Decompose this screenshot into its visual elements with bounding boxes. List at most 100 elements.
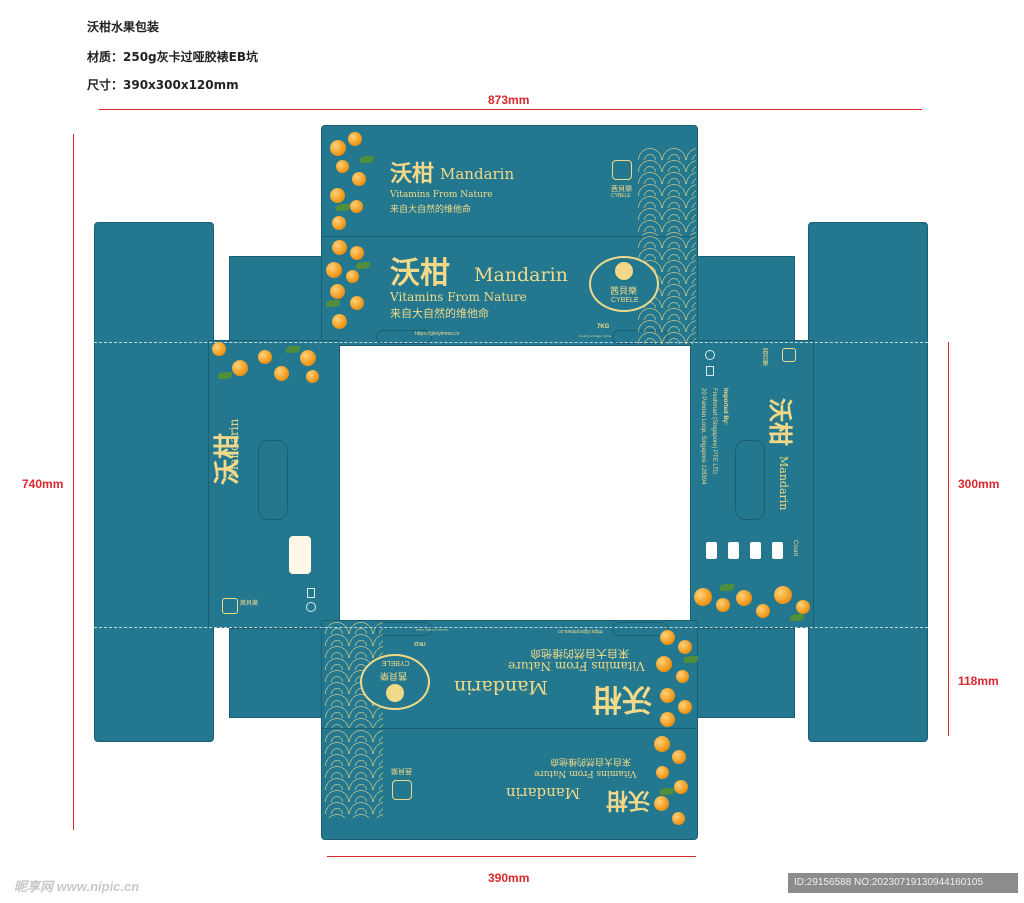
orange-illustration: [326, 262, 342, 278]
orange-illustration: [676, 670, 689, 683]
dim-panel-height: 300mm: [958, 477, 1000, 491]
brand-en: CYBELE: [611, 193, 631, 199]
bottom-outer-panel: [321, 728, 698, 840]
dim-side-height: 118mm: [958, 674, 999, 688]
product-name-cn: 沃柑: [390, 161, 435, 187]
product-name-cn: 沃柑: [606, 787, 651, 813]
orange-illustration: [672, 812, 685, 825]
orange-illustration: [694, 588, 712, 606]
orange-illustration: [232, 360, 248, 376]
leaf-illustration: [360, 156, 374, 163]
tagline-en: Vitamins From Nature: [534, 768, 637, 778]
fruit-emblem-icon: [386, 684, 404, 702]
leaf-illustration: [790, 614, 804, 621]
hand-hole-left: [258, 440, 288, 520]
leaf-illustration: [720, 584, 734, 591]
right-outer-flap: [808, 222, 928, 742]
brand-logo: [392, 780, 412, 800]
dim-line-bottom: [327, 856, 696, 857]
orange-illustration: [350, 246, 364, 260]
count-label: Count: [792, 540, 798, 557]
orange-illustration: [300, 350, 316, 366]
importer-line2: Freshmart (Singapore) PTE LTD: [711, 388, 717, 475]
watermark-left: 昵享网 www.nipic.cn: [14, 879, 140, 894]
orange-illustration: [672, 750, 686, 764]
dim-line-left: [73, 134, 74, 830]
orange-illustration: [660, 712, 675, 727]
product-name-cn: 沃柑: [390, 256, 450, 291]
product-name-en: Mandarin: [454, 676, 548, 698]
product-name-en: Mandarin: [440, 165, 515, 183]
leaf-illustration: [660, 788, 674, 795]
brand-en: CYBELE: [611, 297, 639, 304]
orange-illustration: [350, 296, 364, 310]
orange-illustration: [654, 796, 669, 811]
website: https://glorytimes.cn: [415, 331, 460, 337]
orange-illustration: [654, 736, 670, 752]
orange-illustration: [656, 766, 669, 779]
top-left-tuck: [229, 256, 329, 346]
product-name-cn: 沃柑: [766, 398, 795, 446]
fold-line: [94, 627, 928, 628]
orange-illustration: [332, 314, 347, 329]
recycle-icon: [306, 602, 316, 612]
orange-illustration: [330, 140, 346, 156]
hand-hole-bottom: [612, 622, 668, 636]
product-name-en: Mandarin: [474, 264, 568, 286]
count-box: [750, 542, 761, 559]
wave-pattern: [638, 148, 696, 236]
hand-hole-right: [735, 440, 765, 520]
tagline-cn: 来自大自然的维他命: [390, 205, 472, 215]
wave-pattern: [325, 730, 383, 818]
brand-logo: [222, 598, 238, 614]
brand-cn: 茜貝樂: [611, 185, 632, 193]
brand-logo: [782, 348, 796, 362]
orange-illustration: [352, 172, 366, 186]
orange-illustration: [212, 342, 226, 356]
header-title: 沃柑水果包装: [87, 20, 160, 34]
orange-illustration: [796, 600, 810, 614]
dim-panel-width: 390mm: [488, 871, 530, 885]
header-material: 材质：250g灰卡过哑胶裱EB坑: [87, 50, 258, 64]
net-weight: 7KG: [597, 324, 610, 330]
watermark-right: ID:29156588 NO:20230719130944160105: [794, 877, 984, 888]
brand-en: CYBELE: [382, 659, 410, 666]
glass-icon: [706, 366, 714, 376]
fold-line: [94, 342, 928, 343]
product-name-en: Mandarin: [506, 784, 581, 802]
orange-illustration: [258, 350, 272, 364]
orange-illustration: [330, 188, 345, 203]
brand-logo: [612, 160, 632, 190]
glass-icon: [307, 588, 315, 598]
brand-cn: 茜貝樂: [240, 600, 259, 607]
tagline-cn: 来自大自然的维他命: [530, 647, 629, 660]
orange-illustration: [660, 630, 675, 645]
leaf-illustration: [336, 204, 350, 211]
orange-illustration: [774, 586, 792, 604]
orange-illustration: [660, 688, 675, 703]
dim-line-top: [99, 109, 922, 110]
bottom-right-tuck: [695, 628, 795, 718]
orange-illustration: [678, 700, 692, 714]
left-outer-flap: [94, 222, 214, 742]
dim-total-width: 873mm: [488, 93, 530, 107]
orange-illustration: [346, 270, 359, 283]
dim-line-right-300: [948, 342, 949, 628]
recycle-icon: [705, 350, 715, 360]
header-size: 尺寸：390x300x120mm: [87, 78, 239, 92]
brand-cn: 茜貝樂: [380, 670, 408, 680]
watermark-right-bg: [788, 873, 1018, 893]
leaf-illustration: [684, 656, 698, 663]
net-weight: 7KG: [414, 640, 427, 646]
leaf-illustration: [286, 346, 300, 353]
tagline-en: Vitamins From Nature: [390, 290, 527, 304]
box-base: [340, 354, 686, 612]
orange-illustration: [678, 640, 692, 654]
orange-illustration: [716, 598, 730, 612]
dim-line-right-118: [948, 628, 949, 736]
leaf-illustration: [356, 262, 370, 269]
brand-cn: 茜貝樂: [610, 287, 638, 297]
product-label-box: [289, 536, 311, 574]
orange-illustration: [336, 160, 349, 173]
bottom-left-tuck: [229, 628, 329, 718]
